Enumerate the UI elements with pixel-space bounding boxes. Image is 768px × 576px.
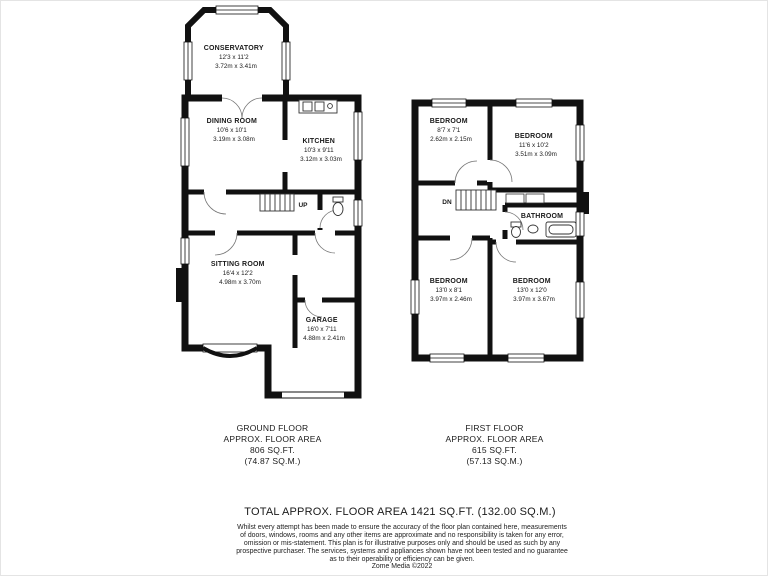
- ground-windows: [180, 5, 363, 400]
- stairs-down: DN: [442, 189, 497, 211]
- chimney-ground: [176, 268, 183, 302]
- chimney-first: [583, 192, 589, 214]
- sink-icon: [527, 224, 539, 234]
- kitchen-label: KITCHEN 10'3 x 9'11 3.12m x 3.03m: [300, 130, 342, 163]
- garage-label: GARAGE 16'0 x 7'11 4.88m x 2.41m: [303, 309, 345, 342]
- bow-window: [201, 346, 259, 358]
- ground-floor-plan: UP CONSERVATORY 12'3 x 11'2 3.72m x 3.41…: [176, 5, 363, 400]
- first-door-openings: [450, 160, 516, 246]
- total-floor-area: TOTAL APPROX. FLOOR AREA 1421 SQ.FT. (13…: [244, 506, 556, 518]
- ground-caption-title: GROUND FLOOR: [236, 423, 309, 433]
- floor-plan-canvas: UP CONSERVATORY 12'3 x 11'2 3.72m x 3.41…: [176, 5, 589, 400]
- first-caption-sqm: (57.13 SQ.M.): [466, 456, 523, 466]
- stairs-up-label: UP: [298, 202, 308, 209]
- conservatory-label: CONSERVATORY 12'3 x 11'2 3.72m x 3.41m: [204, 37, 268, 70]
- stairs-up: UP: [259, 193, 308, 212]
- bathroom-fixtures: [510, 221, 577, 238]
- cupboards: [505, 193, 545, 204]
- ground-door-arcs: [203, 97, 339, 318]
- kitchen-sink-icon: [298, 99, 338, 114]
- disclaimer-text: Whilst every attempt has been made to en…: [236, 524, 568, 563]
- first-windows: [410, 98, 585, 363]
- stairs-down-label: DN: [442, 199, 452, 206]
- first-door-arcs: [449, 159, 524, 263]
- bedroom3-label: BEDROOM 13'0 x 8'1 3.97m x 2.46m: [430, 270, 472, 303]
- ground-caption-area: APPROX. FLOOR AREA: [223, 434, 322, 444]
- ground-door-openings: [204, 93, 335, 304]
- ground-floor-caption: GROUND FLOOR APPROX. FLOOR AREA 806 SQ.F…: [170, 423, 375, 467]
- credit-line: Zome Media ©2022: [371, 563, 433, 570]
- first-caption-area: APPROX. FLOOR AREA: [445, 434, 544, 444]
- dining-room-label: DINING ROOM 10'6 x 10'1 3.19m x 3.08m: [207, 110, 262, 143]
- sitting-room-label: SITTING ROOM 16'4 x 12'2 4.98m x 3.70m: [211, 253, 269, 286]
- bathroom-label: BATHROOM: [521, 213, 563, 220]
- first-caption-title: FIRST FLOOR: [465, 423, 524, 433]
- ground-caption-sqm: (74.87 SQ.M.): [244, 456, 301, 466]
- ground-exterior-walls: [181, 94, 362, 399]
- bedroom4-label: BEDROOM 13'0 x 12'0 3.97m x 3.67m: [513, 270, 555, 303]
- ground-caption-sqft: 806 SQ.FT.: [250, 445, 295, 455]
- first-caption-sqft: 615 SQ.FT.: [472, 445, 517, 455]
- first-floor-caption: FIRST FLOOR APPROX. FLOOR AREA 615 SQ.FT…: [392, 423, 597, 467]
- garage-door: [282, 390, 344, 400]
- bedroom2-label: BEDROOM 11'6 x 10'2 3.51m x 3.09m: [515, 125, 557, 158]
- first-floor-plan: DN BEDROOM 8'7 x 7'1 2.62m x 2.15m BEDRO…: [410, 98, 589, 363]
- toilet-icon-ground: [332, 196, 344, 216]
- bedroom1-label: BEDROOM 8'7 x 7'1 2.62m x 2.15m: [430, 110, 472, 143]
